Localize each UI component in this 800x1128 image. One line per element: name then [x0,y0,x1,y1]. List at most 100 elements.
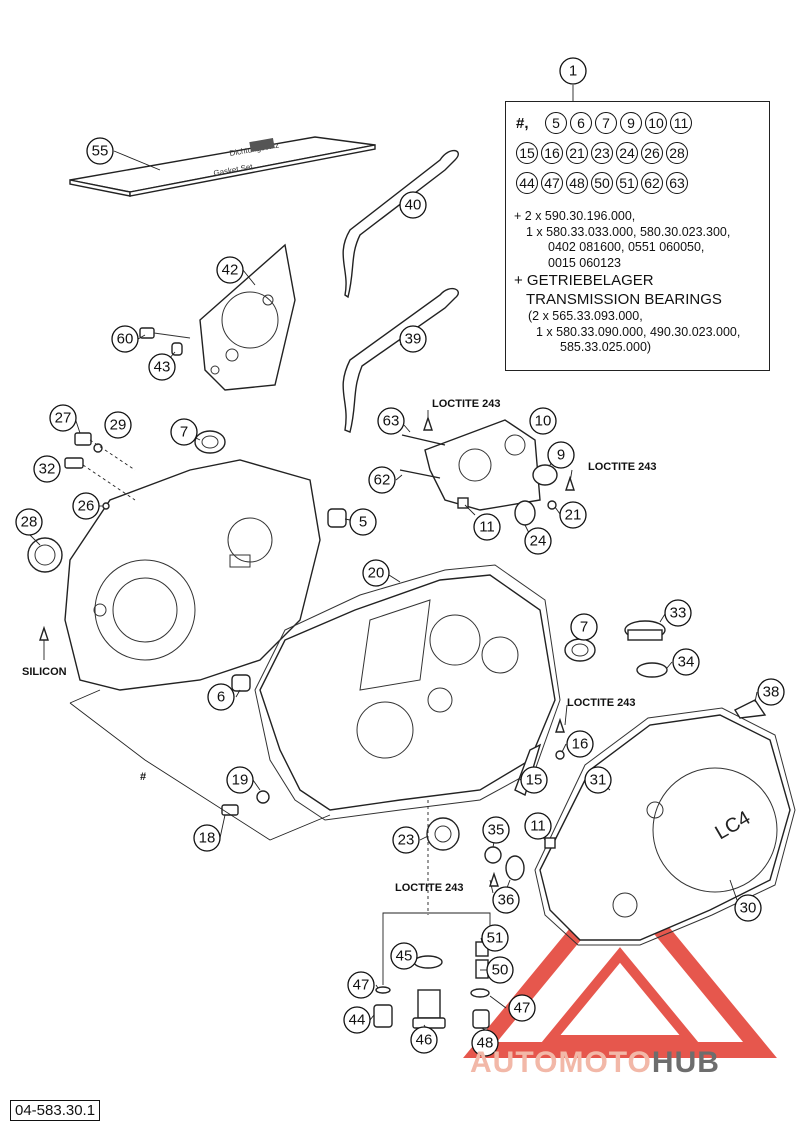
callout-11-upper: 11 [473,513,501,541]
callout-48: 48 [471,1029,499,1057]
svg-text:23: 23 [398,832,415,849]
callout-26: 26 [72,492,100,520]
kit-ref-row-3: 44 47 48 50 51 62 63 [516,172,766,194]
kit-ref-chip: 47 [541,172,563,194]
svg-text:7: 7 [580,619,588,636]
washer-19 [256,790,270,804]
plug-48 [472,1009,490,1029]
kit-ref-chip: 44 [516,172,538,194]
gasket-39 [342,287,459,433]
plug-27 [74,432,92,446]
kit-ref-chip: 63 [666,172,688,194]
bearing-9 [532,464,558,486]
screw-62 [399,469,441,479]
kit-ref-chip: 7 [595,112,617,134]
callout-1: 1 [559,57,587,85]
svg-text:7: 7 [180,424,188,441]
svg-text:30: 30 [740,900,757,917]
callout-33: 33 [664,599,692,627]
kit-ref-chip: 24 [616,142,638,164]
svg-text:16: 16 [572,736,589,753]
svg-text:29: 29 [110,417,127,434]
kit-ref-chip: 9 [620,112,642,134]
left-crankcase-half [64,459,321,691]
bearing-23 [426,817,460,851]
callout-55: 55 [86,137,114,165]
o-ring-35 [484,846,502,864]
o-ring-45 [413,955,443,969]
callout-15: 15 [520,766,548,794]
screw-60 [139,327,191,339]
svg-text:39: 39 [405,331,422,348]
svg-text:38: 38 [763,684,780,701]
kit-ref-chip: 10 [645,112,667,134]
callout-45: 45 [390,942,418,970]
callout-43: 43 [148,353,176,381]
sealant-drop-c [555,717,565,733]
kit-ref-row-2: 15 16 21 23 24 26 28 [516,142,766,164]
dowel-11-upper [457,497,469,509]
svg-text:19: 19 [232,772,249,789]
callout-51: 51 [481,924,509,952]
callout-50: 50 [486,956,514,984]
kit-ref-chip: 23 [591,142,613,164]
svg-text:27: 27 [55,410,72,427]
bushing-5 [327,508,347,528]
callout-18: 18 [193,824,221,852]
washer-29 [93,443,103,453]
plug-33 [624,620,666,641]
kit-ref-chip: 62 [641,172,663,194]
note-hash: # [140,771,146,783]
note-loctite-a: LOCTITE 243 [432,398,500,410]
callout-30: 30 [734,894,762,922]
kit-ref-chip: 48 [566,172,588,194]
kit-contents-text: + 2 x 590.30.196.000, 1 x 580.33.033.000… [514,209,769,356]
svg-text:18: 18 [199,830,216,847]
svg-text:20: 20 [368,565,385,582]
screw-21 [547,500,557,510]
callout-7-right: 7 [570,613,598,641]
watermark-text: AUTOMOTOHUB [470,1046,720,1080]
screw-32 [64,457,84,469]
kit-line-1: + 2 x 590.30.196.000, [514,209,636,223]
callout-31: 31 [584,766,612,794]
plug-44 [373,1004,393,1028]
svg-text:47: 47 [514,1000,531,1017]
callout-29: 29 [104,411,132,439]
callout-34: 34 [672,648,700,676]
bushing-6 [231,674,251,692]
kit-ref-chip: 50 [591,172,613,194]
note-loctite-d: LOCTITE 243 [395,882,463,894]
callout-36: 36 [492,886,520,914]
kit-line-3: 0402 081600, 0551 060050, [548,240,705,254]
svg-text:55: 55 [92,143,109,160]
callout-47-right: 47 [508,994,536,1022]
callout-16: 16 [566,730,594,758]
svg-text:32: 32 [39,461,56,478]
kit-ref-chip: 11 [670,112,692,134]
callout-11-lower: 11 [524,812,552,840]
note-loctite-b: LOCTITE 243 [588,461,656,473]
svg-text:24: 24 [530,533,547,550]
watermark-part1: AUTOMOTO [470,1046,652,1079]
kit-line-9: 585.33.025.000) [560,340,652,354]
clip-38 [733,699,767,719]
kit-line-5: + GETRIEBELAGER [514,272,654,289]
svg-text:35: 35 [488,822,505,839]
piston-50 [475,959,489,979]
svg-text:44: 44 [349,1012,366,1029]
svg-text:28: 28 [21,514,38,531]
svg-text:60: 60 [117,331,134,348]
kit-line-6: TRANSMISSION BEARINGS [526,291,722,308]
callout-5: 5 [349,508,377,536]
svg-text:46: 46 [416,1032,433,1049]
oil-screen-46 [412,989,446,1029]
kit-line-4: 0015 060123 [548,255,621,270]
svg-text:42: 42 [222,262,239,279]
svg-text:36: 36 [498,892,515,909]
svg-text:1: 1 [569,63,577,80]
callout-24: 24 [524,527,552,555]
kit-line-7: (2 x 565.33.093.000, [528,309,643,323]
kit-contents-box: #, 5 6 7 9 10 11 15 16 21 23 24 26 28 44… [505,101,770,371]
bushing-7-left [194,430,226,454]
